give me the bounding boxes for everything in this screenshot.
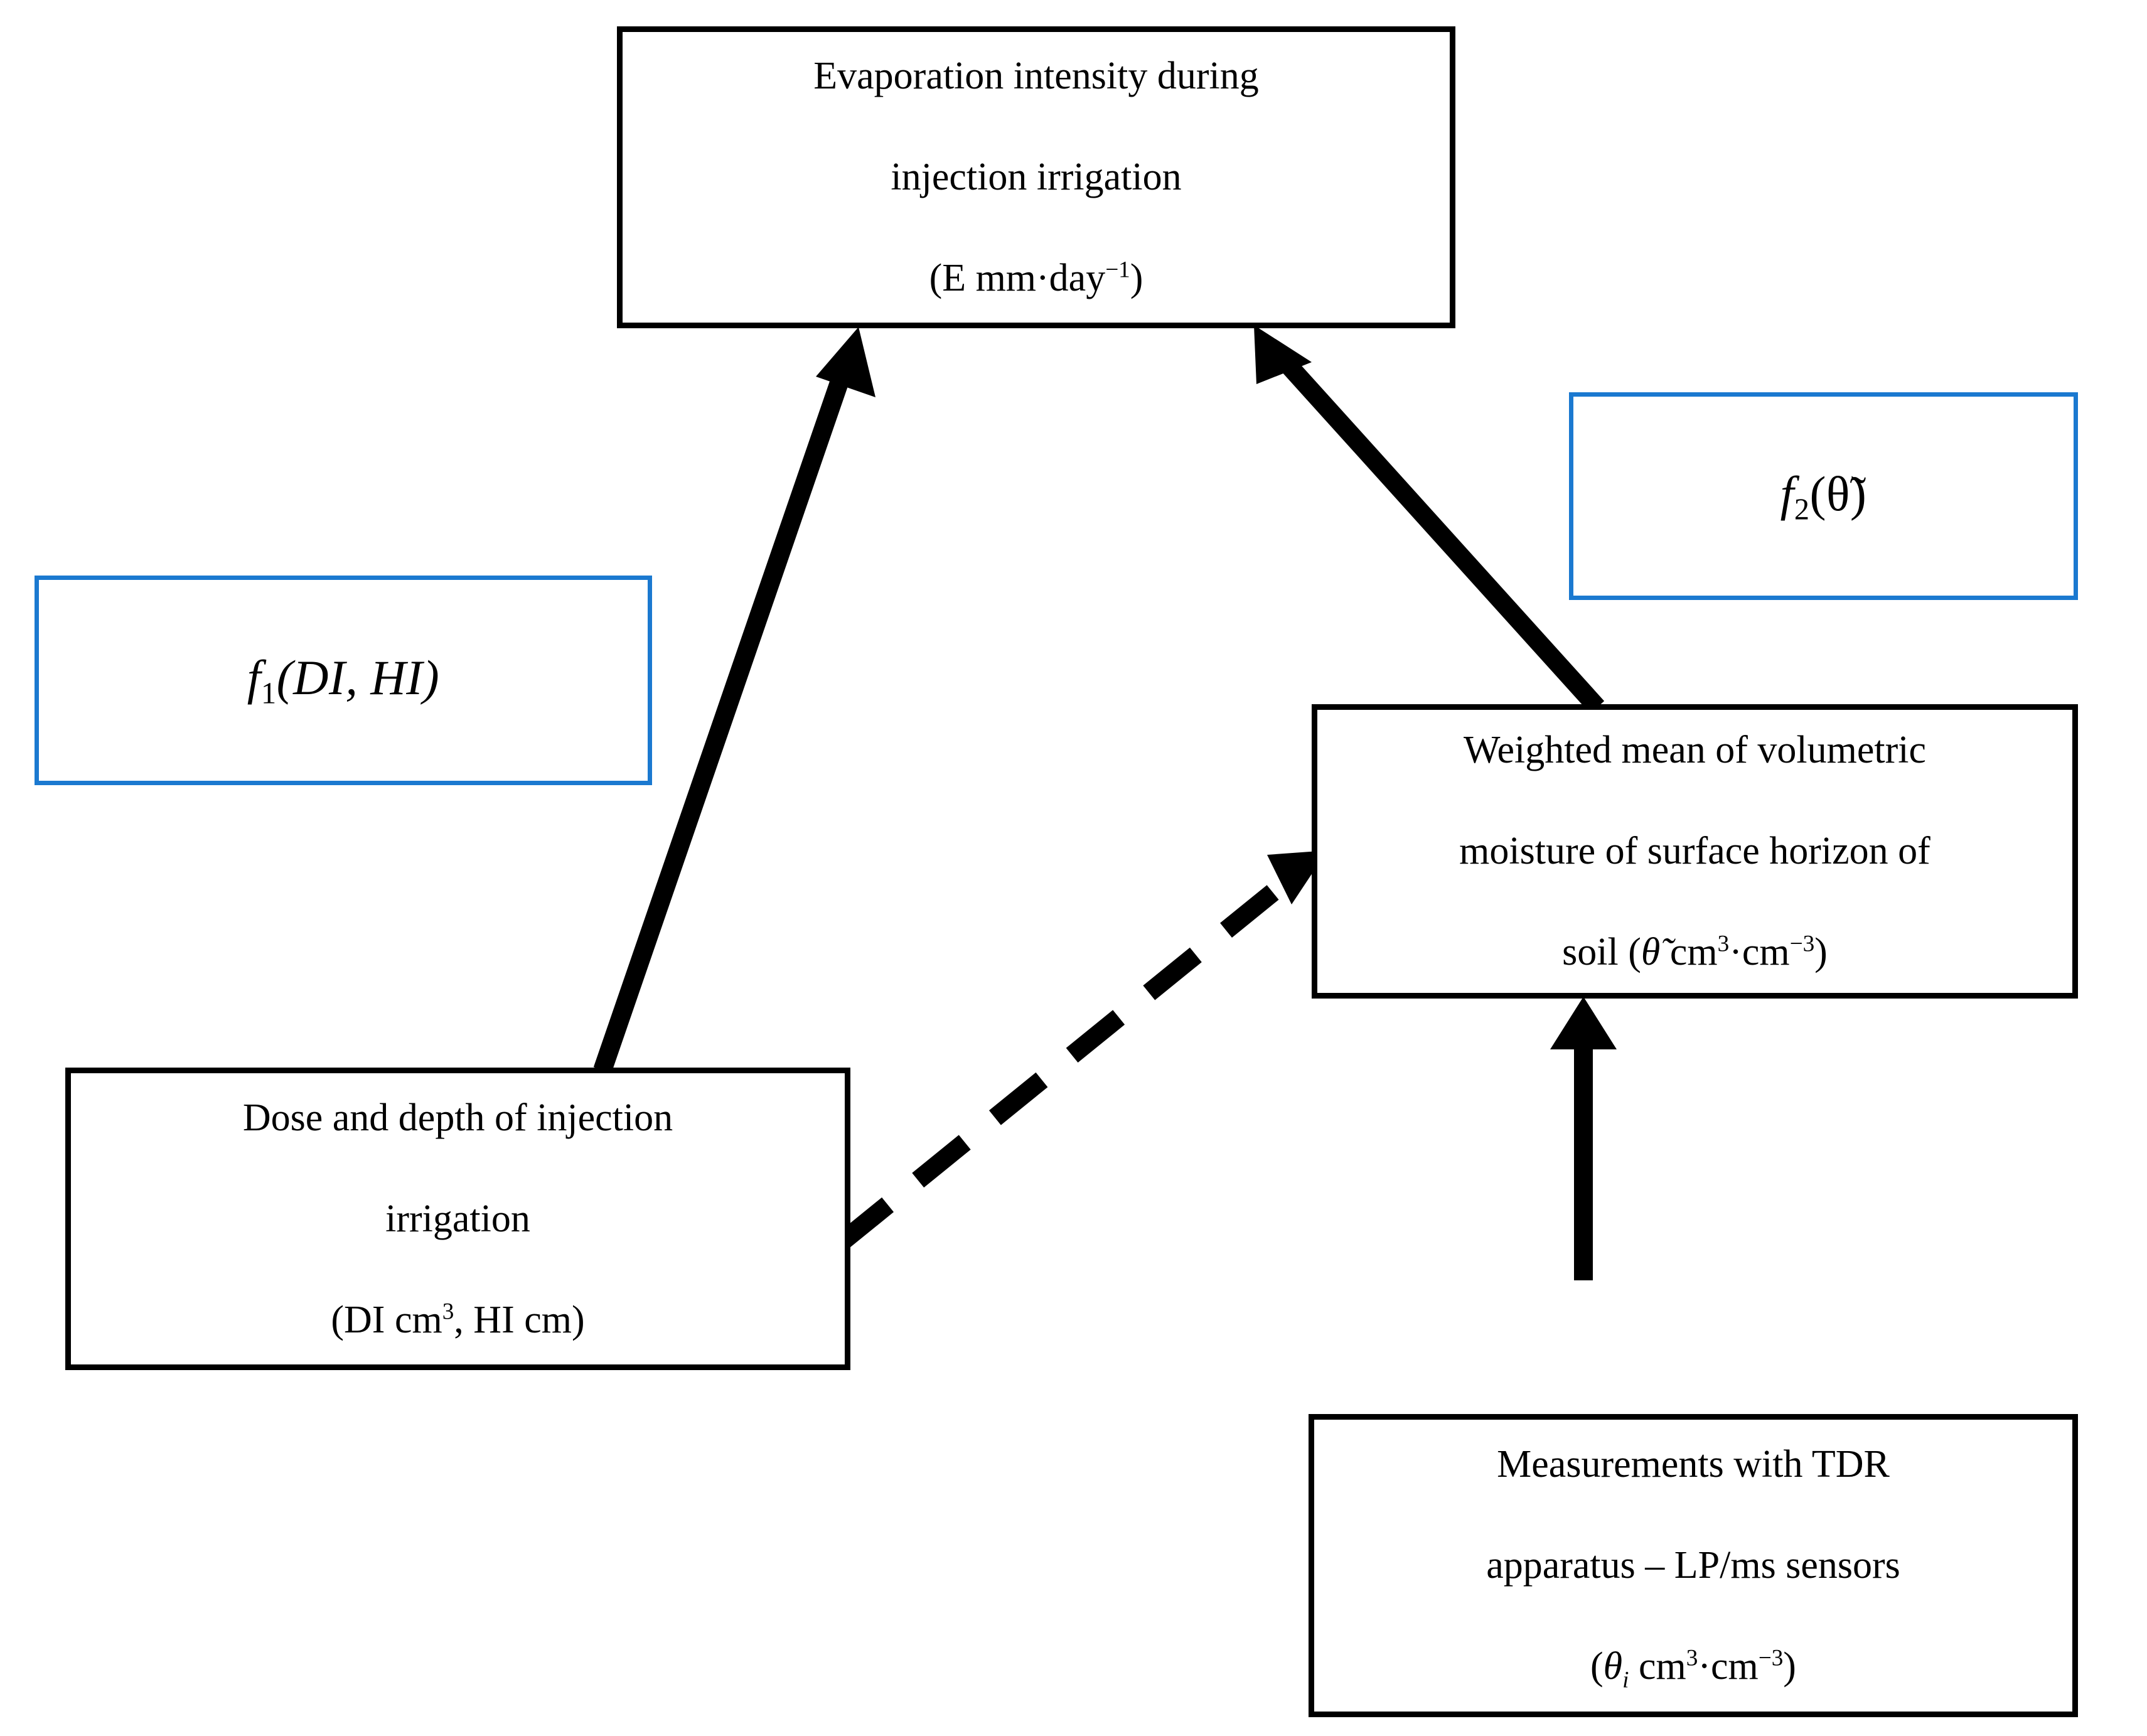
weighted-mean-exp-a: 3 <box>1717 931 1730 957</box>
measurements-symbol: θ <box>1603 1645 1623 1688</box>
dose-depth-unit-exponent: 3 <box>442 1299 454 1325</box>
measurements-suffix: ) <box>1783 1645 1796 1688</box>
dose-depth-line-1: Dose and depth of injection <box>242 1096 673 1139</box>
weighted-mean-unit-mid: ·cm <box>1729 931 1790 974</box>
measurements-line-2: apparatus – LP/ms sensors <box>1486 1544 1900 1587</box>
measurements-line-1: Measurements with TDR <box>1497 1443 1890 1486</box>
measurements-exp-b: −3 <box>1758 1645 1784 1671</box>
weighted-mean-exp-b: −3 <box>1789 931 1815 957</box>
box-weighted-mean-moisture: Weighted mean of volumetric moisture of … <box>1312 704 2078 999</box>
measurements-unit-a: cm <box>1629 1645 1686 1688</box>
f1-symbol: f <box>247 650 261 705</box>
f2-symbol: f <box>1780 466 1794 521</box>
evaporation-unit-prefix: (E mm·day <box>929 257 1106 300</box>
weighted-mean-text: Weighted mean of volumetric moisture of … <box>1443 674 1947 1028</box>
dose-depth-line-3: (DI cm3, HI cm) <box>243 1295 673 1346</box>
weighted-mean-line-1: Weighted mean of volumetric <box>1463 729 1927 772</box>
arrow-moisture-to-evaporation <box>1254 325 1605 714</box>
evaporation-line-2: injection irrigation <box>891 156 1182 199</box>
dose-depth-unit-prefix: (DI cm <box>331 1298 442 1341</box>
evaporation-line-1: Evaporation intensity during <box>813 55 1259 98</box>
measurements-line-3: (θi cm3·cm−3) <box>1486 1641 1900 1692</box>
measurements-unit-mid: ·cm <box>1698 1645 1759 1688</box>
measurements-prefix: ( <box>1590 1645 1604 1688</box>
box-tdr-measurements: Measurements with TDR apparatus – LP/ms … <box>1309 1414 2078 1717</box>
f2-subscript: 2 <box>1794 493 1810 527</box>
box-dose-and-depth: Dose and depth of injection irrigation (… <box>65 1068 850 1370</box>
weighted-mean-suffix: ) <box>1814 931 1828 974</box>
measurements-index: i <box>1622 1667 1629 1693</box>
evaporation-unit-suffix: ) <box>1130 257 1143 300</box>
dose-depth-line-2: irrigation <box>385 1197 530 1240</box>
dose-depth-unit-suffix: , HI cm) <box>454 1298 585 1341</box>
function-f2-formula: f2(θ̃) <box>1780 466 1867 527</box>
measurements-text: Measurements with TDR apparatus – LP/ms … <box>1470 1388 1917 1736</box>
box-evaporation-intensity: Evaporation intensity during injection i… <box>617 26 1455 328</box>
arrow-dose-to-moisture <box>835 850 1327 1250</box>
evaporation-text: Evaporation intensity during injection i… <box>797 0 1275 354</box>
weighted-mean-line-3: soil (θ̃ cm3·cm−3) <box>1459 927 1930 978</box>
weighted-mean-prefix: soil ( <box>1562 931 1641 974</box>
weighted-mean-line-2: moisture of surface horizon of <box>1459 830 1930 873</box>
box-function-f2: f2(θ̃) <box>1569 392 2078 600</box>
weighted-mean-symbol: θ̃ <box>1641 931 1661 974</box>
weighted-mean-unit-a: cm <box>1660 931 1718 974</box>
arrow-measurements-to-moisture <box>1550 997 1617 1280</box>
evaporation-line-3: (E mm·day−1) <box>813 253 1258 304</box>
evaporation-unit-exponent: −1 <box>1105 257 1130 283</box>
measurements-exp-a: 3 <box>1686 1645 1698 1671</box>
box-function-f1: f1(DI, HI) <box>35 576 652 785</box>
dose-depth-text: Dose and depth of injection irrigation (… <box>227 1042 689 1396</box>
function-f1-formula: f1(DI, HI) <box>247 650 439 711</box>
f1-argument: (DI, HI) <box>276 650 440 705</box>
f1-subscript: 1 <box>260 677 277 710</box>
f2-argument: (θ̃) <box>1809 466 1867 521</box>
